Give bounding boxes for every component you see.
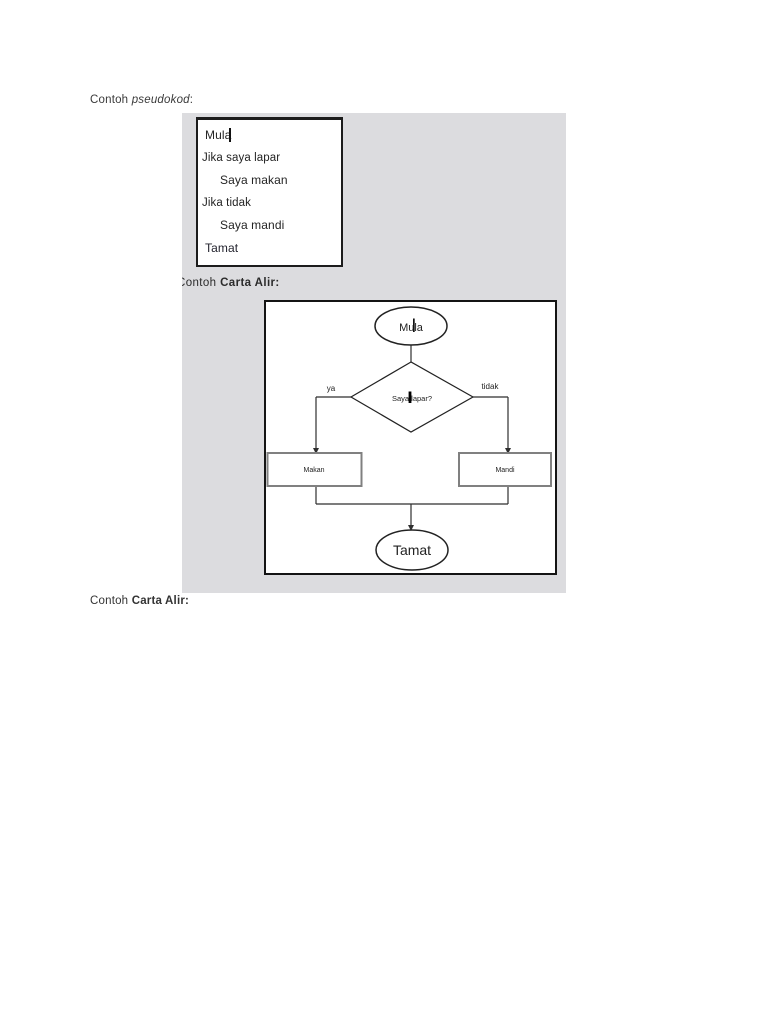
process-mandi-label: Mandi [495,467,515,474]
flow-arrowheads [313,448,511,531]
worksheet-image-panel: Mula Jika saya lapar Saya makan Jika tid… [182,113,566,593]
pseudocode-line-saya-mandi: Saya mandi [198,214,341,237]
caption-carta-alir-panel: Contoh Carta Alir: [182,277,280,289]
flowchart-canvas: Mula Saya lapar? ya tidak Makan Mandi Ta… [266,306,552,571]
branch-yes-label: ya [327,384,336,393]
pseudocode-line-tamat: Tamat [198,237,341,260]
caption-bottom-prefix: Contoh [90,595,132,607]
caption-pseudokod: Contoh pseudokod: [90,94,193,106]
pseudocode-text: Tamat [205,240,239,255]
pseudocode-text: Mula [205,128,232,143]
pseudocode-text: Saya makan [220,173,288,188]
arrowhead-into-mandi [505,448,511,454]
branch-no-label: tidak [482,382,500,391]
pseudocode-line-jika-lapar: Jika saya lapar [198,147,341,170]
pseudocode-line-jika-tidak: Jika tidak [198,192,341,215]
caption-carta-alir-bottom: Contoh Carta Alir: [90,595,189,607]
caption-bottom-term: Carta Alir [131,595,186,607]
pseudocode-box: Mula Jika saya lapar Saya makan Jika tid… [196,117,343,267]
text-cursor [408,391,412,403]
pseudocode-line-saya-makan: Saya makan [198,169,341,192]
caption-bottom-suffix: : [185,595,190,607]
caption-panel-suffix: : [275,277,280,289]
process-box-mandi [458,452,552,487]
start-terminator-ellipse [374,306,448,346]
text-cursor [229,128,231,142]
caption-panel-prefix: Contoh [182,277,217,289]
text-cursor [413,318,415,332]
decision-label: Saya lapar? [392,394,432,403]
start-label: Mula [399,322,424,334]
process-box-makan [266,452,363,487]
process-makan-label: Makan [303,467,324,474]
pseudocode-line-mula: Mula [198,124,341,147]
pseudocode-text: Jika tidak [202,196,251,209]
end-terminator-ellipse [375,529,449,571]
caption-pseudokod-term: pseudokod [131,94,190,106]
decision-diamond [349,361,475,433]
caption-panel-term: Carta Alir [220,277,276,289]
caption-pseudokod-prefix: Contoh [90,94,132,106]
arrowhead-into-end [408,525,414,531]
end-label: Tamat [393,542,431,558]
pseudocode-text: Jika saya lapar [202,151,281,164]
arrowhead-into-makan [313,448,319,454]
flowchart: Mula Saya lapar? ya tidak Makan Mandi Ta… [264,300,557,575]
flow-connectors [315,345,509,528]
pseudocode-text: Saya mandi [220,218,285,233]
caption-pseudokod-suffix: : [189,94,194,106]
